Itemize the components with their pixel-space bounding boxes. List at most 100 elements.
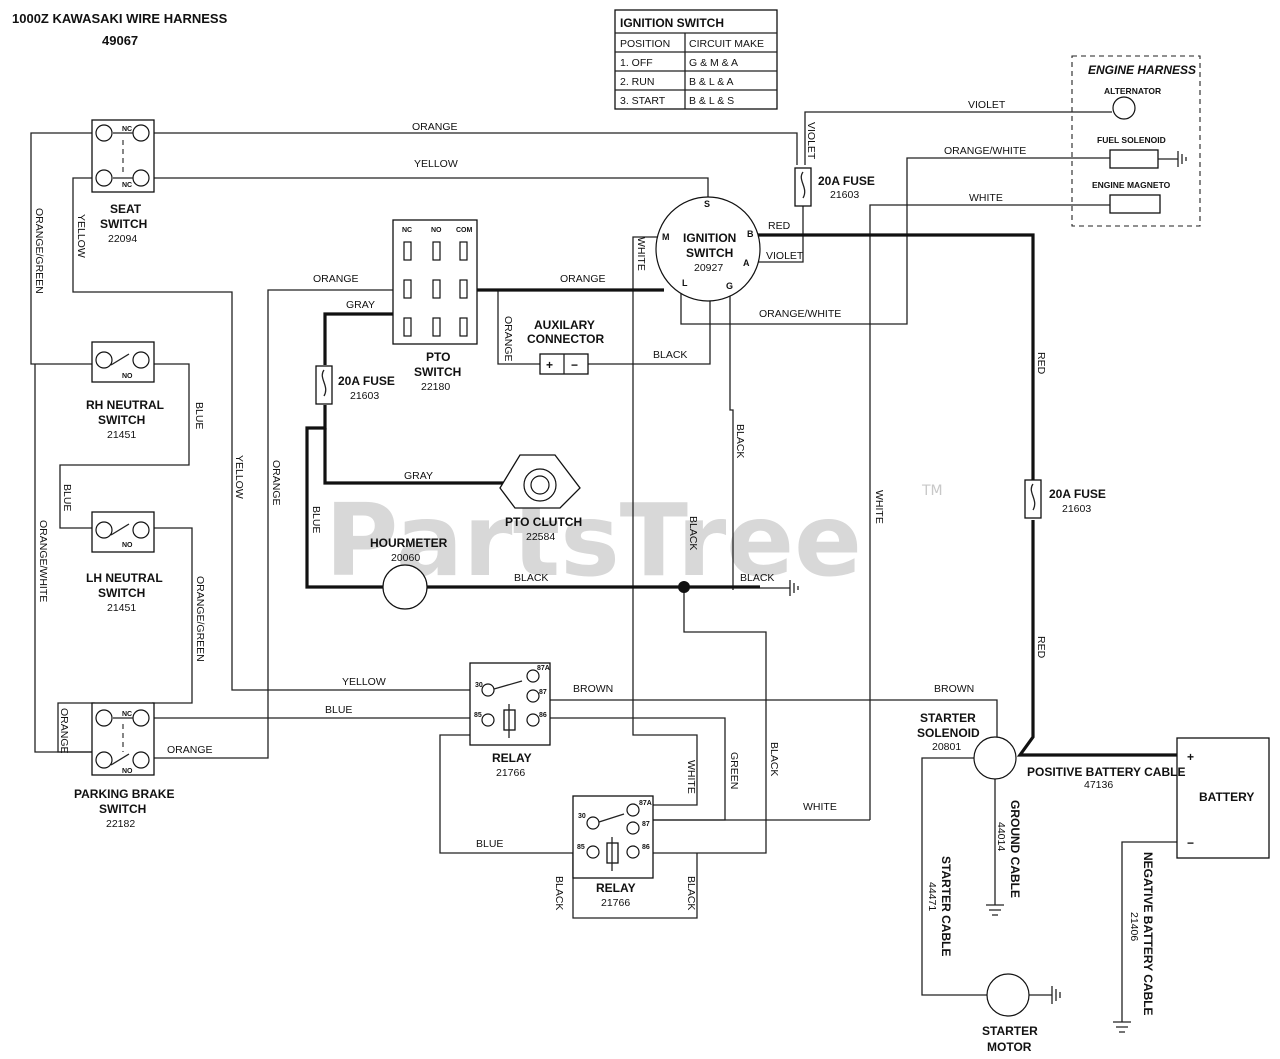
thin-wires (30, 111, 1183, 1033)
relay2-part: 21766 (601, 897, 630, 909)
wire-label-orange-green: ORANGE/GREEN (33, 208, 45, 294)
wire-label-yellow: YELLOW (75, 214, 87, 258)
rh-neutral-no: NO (122, 373, 133, 380)
aux-connector-plus: + (546, 358, 553, 372)
wire-label-black: BLACK (653, 349, 687, 361)
negative-cable-part: 21406 (1128, 912, 1140, 941)
table-column-position: POSITION (620, 38, 670, 50)
table-heading: IGNITION SWITCH (620, 16, 724, 30)
alternator-label: ALTERNATOR (1104, 86, 1161, 96)
diagram-title: 1000Z KAWASAKI WIRE HARNESS (12, 11, 228, 26)
parking-brake-no: NO (122, 768, 133, 775)
wire-label-black: BLACK (740, 572, 774, 584)
wire-label-blue: BLUE (310, 506, 322, 533)
fuse-pto-part: 21603 (350, 390, 379, 402)
fuse-right: 20A FUSE 21603 (1024, 479, 1106, 519)
cable-labels: POSITIVE BATTERY CABLE 47136 GROUND CABL… (926, 765, 1185, 1016)
rh-neutral-part: 21451 (107, 429, 136, 441)
wire-label-white: WHITE (969, 192, 1003, 204)
wire-label-blue: BLUE (476, 838, 503, 850)
table-cell: G & M & A (689, 57, 738, 69)
wire-labels: ORANGE YELLOW VIOLET VIOLET ORANGE/WHITE… (33, 99, 1047, 910)
lh-neutral-switch: NO LH NEUTRAL SWITCH 21451 (86, 511, 163, 614)
wire-label-black: BLACK (687, 516, 699, 550)
wire-label-gray: GRAY (404, 470, 433, 482)
ignition-terminal-g: G (726, 281, 733, 291)
rh-neutral-name: RH NEUTRAL (86, 398, 164, 412)
diagram-part-number: 49067 (102, 33, 138, 48)
table-cell: 3. START (620, 95, 666, 107)
starter-motor: STARTER MOTOR (982, 973, 1038, 1054)
wire-label-orange: ORANGE (502, 316, 514, 362)
positive-cable-name: POSITIVE BATTERY CABLE (1027, 765, 1185, 779)
wire-label-orange: ORANGE (167, 744, 213, 756)
lh-neutral-part: 21451 (107, 602, 136, 614)
wire-label-orange: ORANGE (560, 273, 606, 285)
table-column-circuit: CIRCUIT MAKE (689, 38, 764, 50)
fuse-right-name: 20A FUSE (1049, 487, 1106, 501)
relay1-part: 21766 (496, 767, 525, 779)
pto-switch-com: COM (456, 227, 473, 234)
starter-motor-name: MOTOR (987, 1040, 1032, 1054)
battery: + − BATTERY (1176, 737, 1270, 859)
alternator-symbol (1112, 96, 1136, 120)
ignition-switch-name: SWITCH (686, 246, 733, 260)
relay1-pin-30: 30 (475, 682, 483, 689)
rh-neutral-switch: NO RH NEUTRAL SWITCH 21451 (86, 341, 164, 441)
pto-clutch: PTO CLUTCH 22584 (499, 454, 582, 543)
pto-switch-no: NO (431, 227, 442, 234)
pto-switch-name: SWITCH (414, 365, 461, 379)
aux-connector-name: AUXILARY (534, 318, 595, 332)
wire-label-orange-white: ORANGE/WHITE (944, 145, 1026, 157)
ground-cable-name: GROUND CABLE (1008, 800, 1022, 898)
aux-connector-name: CONNECTOR (527, 332, 604, 346)
hourmeter: HOURMETER 20060 (370, 536, 448, 610)
starter-solenoid-name: SOLENOID (917, 726, 980, 740)
relay1-pin-87: 87 (539, 689, 547, 696)
fuse-top-name: 20A FUSE (818, 174, 875, 188)
relay1-name: RELAY (492, 751, 532, 765)
relay-2: 30 87A 87 85 86 RELAY 21766 (572, 795, 654, 909)
relay2-pin-87a: 87A (639, 800, 652, 807)
wire-label-orange: ORANGE (270, 460, 282, 506)
lh-neutral-name: LH NEUTRAL (86, 571, 163, 585)
seat-switch-name: SEAT (110, 202, 142, 216)
wire-label-black: BLACK (685, 876, 697, 910)
wire-label-blue: BLUE (325, 704, 352, 716)
wire-label-black: BLACK (768, 742, 780, 776)
watermark-trademark: TM (921, 483, 943, 499)
pto-switch-part: 22180 (421, 381, 450, 393)
ignition-terminal-b: B (747, 229, 754, 239)
lh-neutral-no: NO (122, 542, 133, 549)
ground-cable-part: 44014 (995, 822, 1007, 851)
hourmeter-name: HOURMETER (370, 536, 448, 550)
table-cell: 1. OFF (620, 57, 653, 69)
fuel-solenoid-label: FUEL SOLENOID (1097, 135, 1166, 145)
lh-neutral-name: SWITCH (98, 586, 145, 600)
wire-label-blue: BLUE (193, 402, 205, 429)
fuse-top-part: 21603 (830, 189, 859, 201)
parking-brake-switch: NC NO PARKING BRAKE SWITCH 22182 (74, 702, 174, 830)
ignition-switch-name: IGNITION (683, 231, 736, 245)
wire-label-violet: VIOLET (805, 122, 817, 160)
wire-label-violet: VIOLET (968, 99, 1006, 111)
ignition-switch: S B A G L M IGNITION SWITCH 20927 (655, 196, 761, 302)
table-cell: 2. RUN (620, 76, 654, 88)
battery-name: BATTERY (1199, 790, 1254, 804)
engine-magneto-label: ENGINE MAGNETO (1092, 180, 1171, 190)
wire-label-black: BLACK (514, 572, 548, 584)
auxiliary-connector: + − AUXILARY CONNECTOR (527, 318, 604, 375)
ignition-terminal-l: L (682, 278, 688, 288)
engine-magneto-symbol (1109, 194, 1161, 214)
engine-harness: ENGINE HARNESS ALTERNATOR FUEL SOLENOID … (1071, 55, 1201, 227)
wire-label-yellow: YELLOW (414, 158, 458, 170)
wire-label-orange-white: ORANGE/WHITE (759, 308, 841, 320)
engine-harness-title: ENGINE HARNESS (1088, 63, 1196, 77)
ignition-terminal-s: S (704, 199, 710, 209)
ignition-switch-table: IGNITION SWITCH POSITION CIRCUIT MAKE 1.… (614, 9, 778, 110)
relay2-pin-86: 86 (642, 844, 650, 851)
starter-motor-name: STARTER (982, 1024, 1038, 1038)
starter-solenoid-name: STARTER (920, 711, 976, 725)
relay-1: 30 87A 87 85 86 RELAY 21766 (469, 662, 551, 779)
